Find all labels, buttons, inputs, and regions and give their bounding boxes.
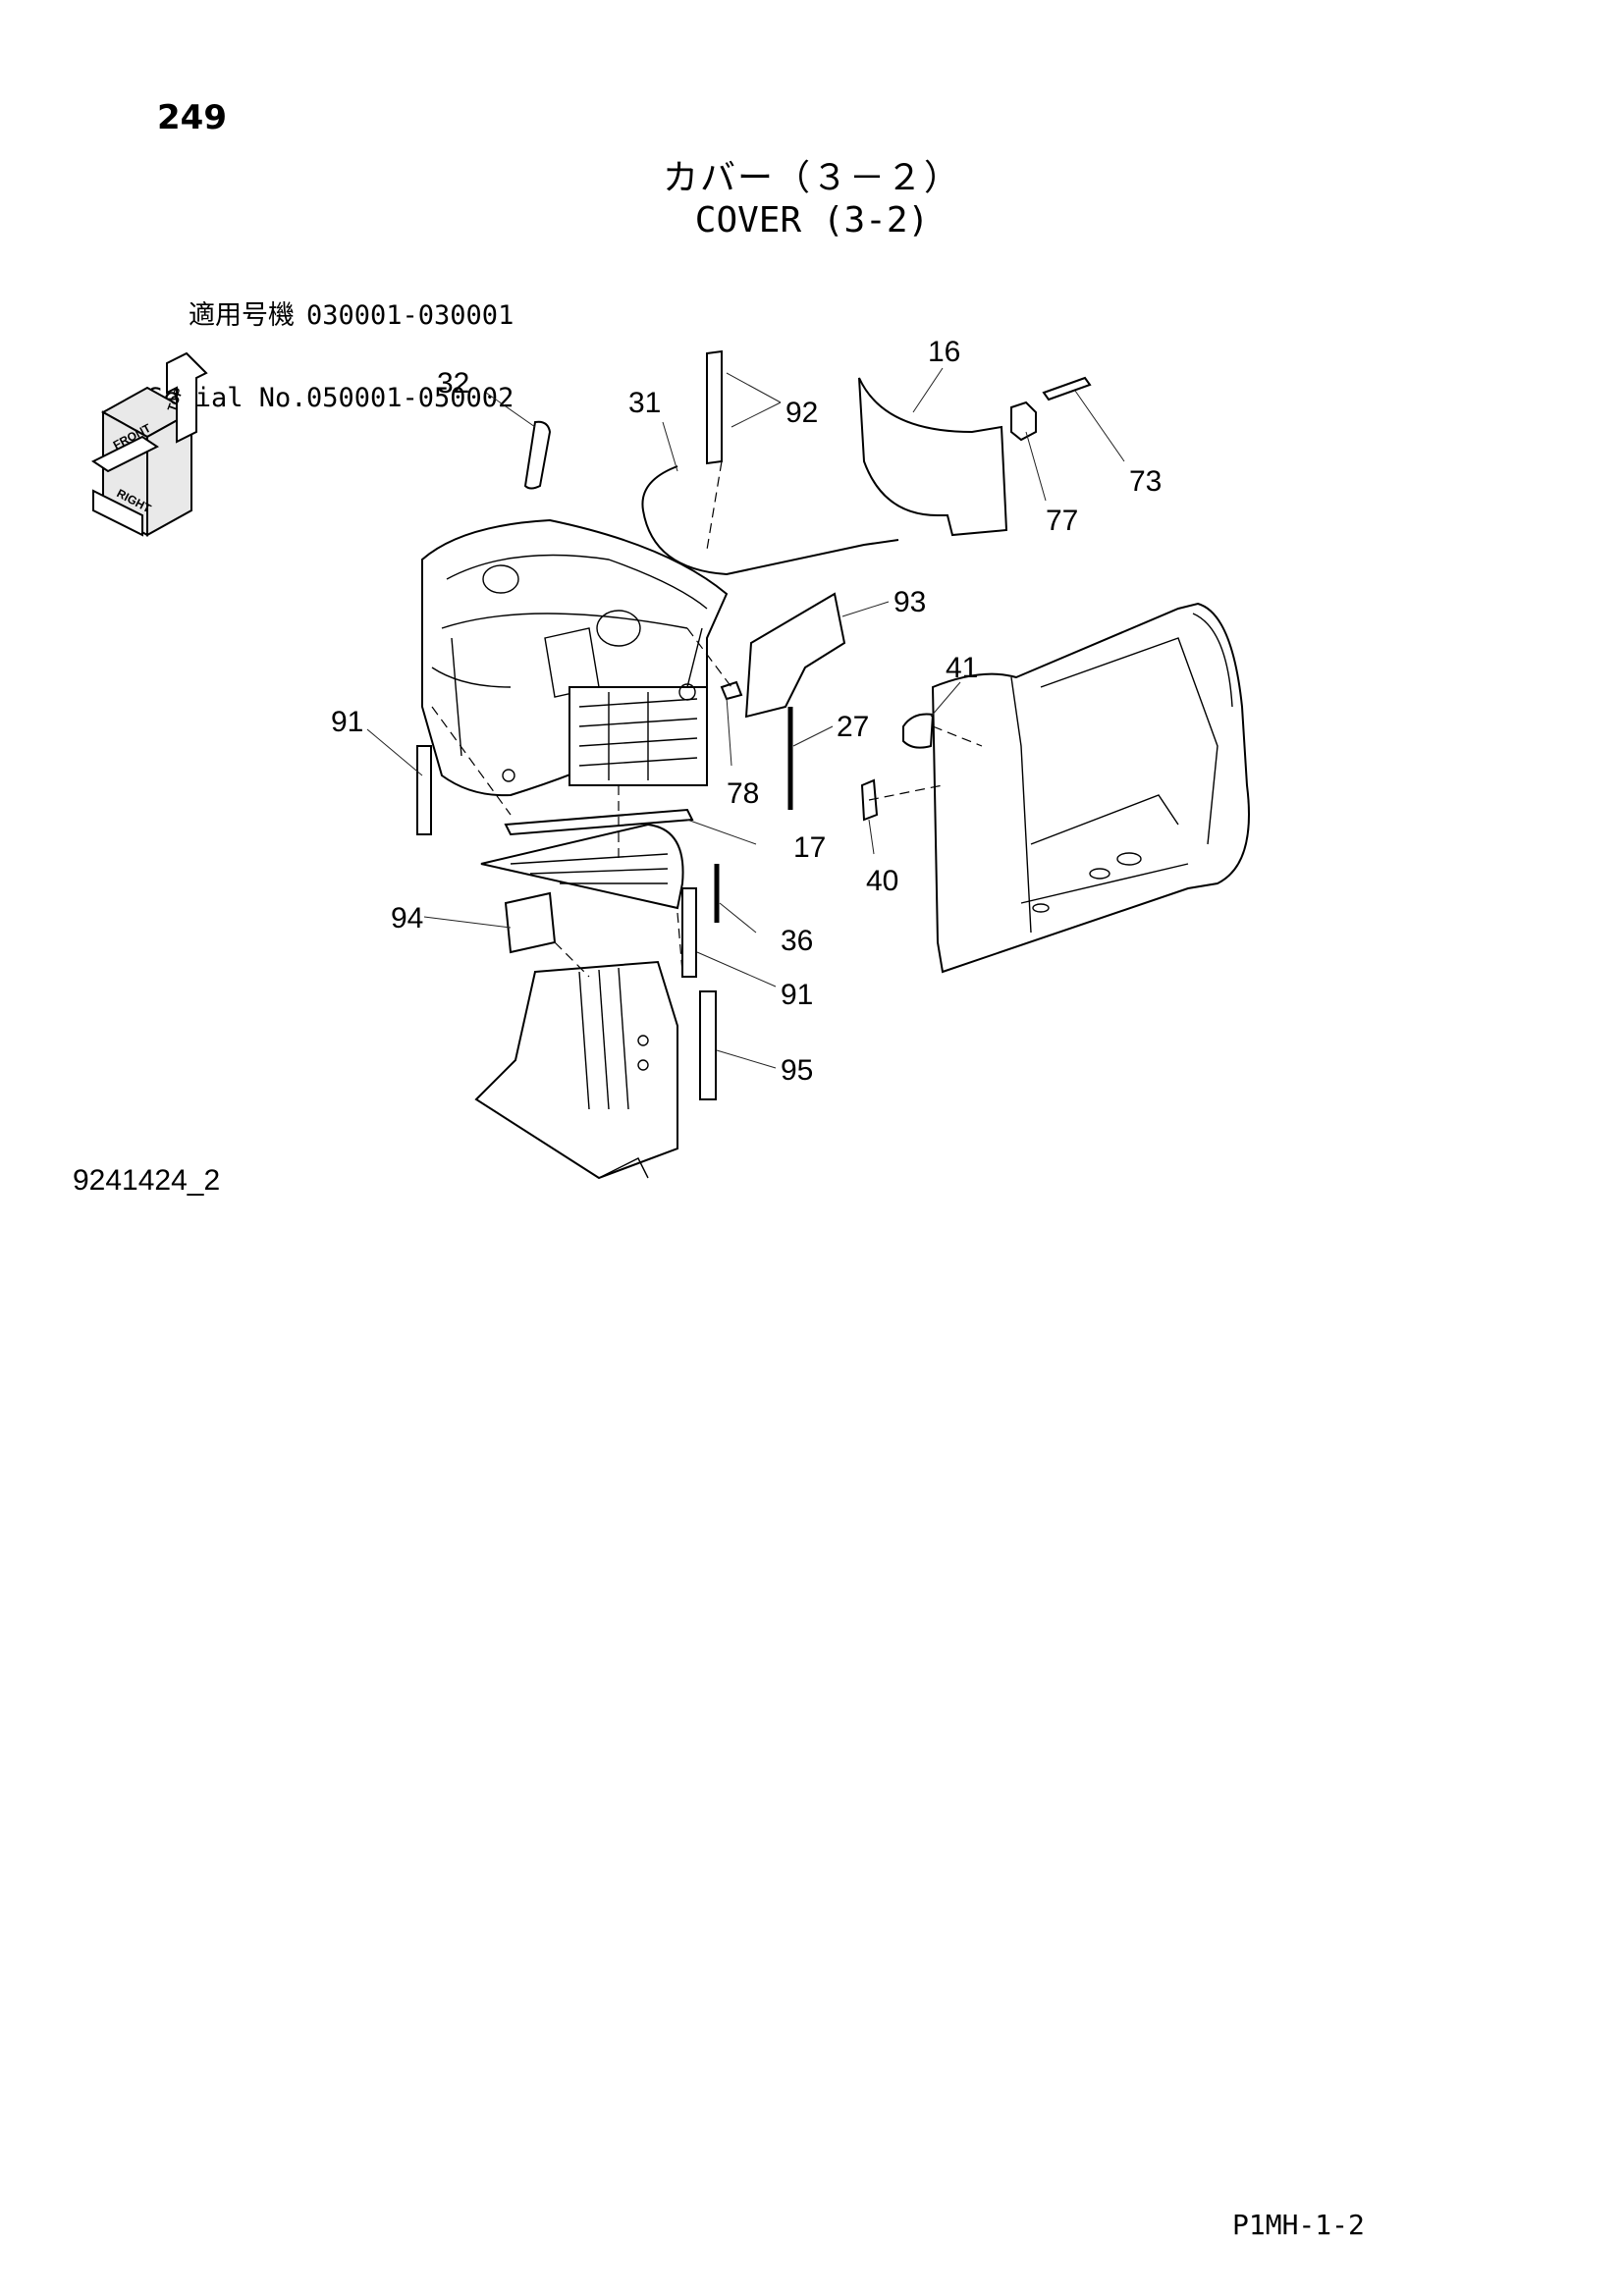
callout-91-lower: 91	[781, 979, 813, 1011]
orientation-icon: TOP FRONT RIGHT	[91, 351, 208, 537]
callout-95: 95	[781, 1054, 813, 1087]
serial-label: 適用号機	[189, 300, 295, 331]
part-31-drawing	[641, 465, 899, 576]
callout-41: 41	[946, 652, 978, 684]
callout-78: 78	[727, 777, 759, 810]
callout-32: 32	[437, 367, 469, 400]
part-77-drawing	[1010, 400, 1037, 442]
lower-panel-drawing	[474, 960, 678, 1180]
callout-94: 94	[391, 902, 423, 934]
callout-36: 36	[781, 925, 813, 957]
part-78-drawing	[720, 680, 743, 701]
part-91-drawing	[416, 745, 432, 835]
part-92-drawing	[706, 349, 723, 465]
serial-value: 050001-050002	[306, 383, 514, 413]
part-16-drawing	[858, 377, 1008, 537]
callout-91: 91	[331, 706, 363, 738]
figure-id: 9241424_2	[73, 1164, 221, 1197]
title-english: COVER (3-2)	[694, 200, 930, 240]
callout-77: 77	[1046, 505, 1078, 537]
main-cover-drawing	[421, 518, 729, 797]
page-code: P1MH-1-2	[1232, 2209, 1365, 2241]
part-73-drawing	[1042, 376, 1092, 401]
lower-grille-slats	[510, 853, 669, 884]
right-cover-drawing	[931, 602, 1250, 974]
page-number: 249	[157, 98, 227, 137]
callout-16: 16	[928, 336, 960, 368]
callout-93: 93	[893, 586, 926, 618]
part-32-drawing	[523, 420, 552, 490]
callout-40: 40	[866, 865, 898, 897]
lower-grille-drawing	[480, 823, 684, 910]
part-41-drawing	[902, 713, 935, 749]
title-japanese: カバー（３－２）	[662, 158, 961, 198]
serial-value: 030001-030001	[306, 300, 514, 331]
serial-row-jp: 適用号機 030001-030001	[147, 302, 514, 330]
callout-31: 31	[628, 387, 661, 419]
part-95-drawing	[699, 990, 717, 1100]
callout-labels: 16 31 32 92 73 77 93 41 27 91 78 17 40 3…	[331, 336, 1162, 1087]
assembly-guide-lines	[431, 460, 983, 978]
leader-lines	[366, 367, 1125, 1069]
callout-17: 17	[793, 831, 826, 864]
callout-92: 92	[785, 397, 818, 429]
part-17-drawing	[504, 808, 694, 836]
callout-73: 73	[1129, 465, 1162, 498]
callout-27: 27	[837, 711, 869, 743]
part-91b-drawing	[681, 887, 697, 978]
part-93-drawing	[744, 592, 846, 719]
part-94-drawing	[504, 891, 557, 954]
